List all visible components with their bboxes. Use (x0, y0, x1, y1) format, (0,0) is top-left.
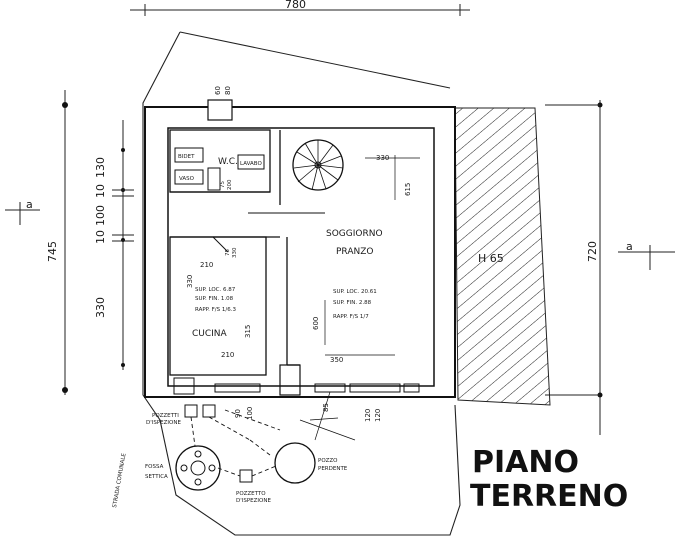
plan-title-line1: PIANO (472, 445, 579, 480)
pozzetto-label-1: POZZETTO (236, 491, 266, 497)
bidet-fixture (174, 147, 204, 163)
site-boundary-top (179, 31, 451, 89)
septic-tank-inner (190, 460, 206, 476)
door-dim-90: 90 (234, 409, 242, 418)
dim-dot (121, 363, 125, 367)
window-dim-120b: 120 (374, 409, 382, 422)
left-dim-10a: 10 (94, 184, 107, 198)
top-dimension: 780 (285, 0, 306, 11)
pozzo-label-1: POZZO (318, 458, 338, 464)
kitchen-dim-330: 330 (186, 275, 194, 288)
kitchen-dim-210-bottom: 210 (221, 351, 234, 359)
pozzetti-label-1: POZZETTI (152, 413, 179, 419)
section-label-left: a (26, 198, 33, 211)
vaso-label: VASO (179, 176, 195, 182)
vaso-fixture (174, 169, 204, 185)
wc-label: W.C. (218, 157, 238, 167)
inspection-pit (202, 404, 216, 418)
section-label-right: a (626, 240, 633, 253)
hall-dim-330: 330 (232, 247, 238, 258)
door-dim-100: 100 (246, 407, 254, 420)
septic-tank-port (194, 478, 202, 486)
pozzetto-label-2: D'ISPEZIONE (236, 498, 271, 504)
exterior-wall-inner (167, 127, 435, 387)
dining-label: PRANZO (336, 247, 373, 257)
living-rapp: RAPP. F/S 1/7 (333, 314, 369, 320)
left-dim-10b: 10 (94, 230, 107, 244)
living-sup-loc: SUP. LOC. 20.61 (333, 289, 377, 295)
wc-dim-200: 200 (227, 179, 233, 190)
strada-label: STRADA COMUNALE (112, 452, 128, 508)
plan-title-line2: TERRENO (470, 479, 628, 514)
living-dim-330: 330 (376, 154, 389, 162)
septic-tank-port (194, 450, 202, 458)
kitchen-window (214, 383, 261, 393)
site-boundary (142, 31, 461, 536)
bidet-label: BIDET (178, 154, 195, 160)
living-sup-fin: SUP. FIN. 2.88 (333, 300, 372, 306)
left-total-dimension: 745 (46, 241, 59, 262)
wc-dim-75: 75 (220, 181, 226, 188)
kitchen-label: CUCINA (192, 329, 228, 339)
living-window-right (349, 383, 401, 393)
lavabo-fixture (237, 154, 265, 170)
window-dim-85: 85 (322, 403, 330, 412)
dim-dot (62, 387, 68, 393)
kitchen-rapp: RAPP. F/S 1/6.3 (195, 307, 236, 313)
hall-dim-75: 75 (225, 249, 231, 256)
pozzo-label-2: PERDENTE (318, 466, 348, 472)
septic-tank-port (180, 464, 188, 472)
spiral-stair-treads (293, 140, 344, 191)
window-sightlines (299, 391, 356, 441)
dim-dot (62, 102, 68, 108)
fossa-label-2: SETTICA (145, 474, 168, 480)
vent-shaft (207, 99, 233, 121)
stub-wall (279, 364, 301, 396)
dim-dot (121, 148, 125, 152)
drain-pipes (190, 409, 281, 477)
left-dim-330: 330 (94, 297, 107, 318)
neighbour-wall-hatch (454, 107, 551, 406)
kitchen-sup-fin: SUP. FIN. 1.08 (195, 296, 234, 302)
cesspit (274, 442, 316, 484)
left-dim-130: 130 (94, 157, 107, 178)
pozzetti-label-2: D'ISPEZIONE (146, 420, 181, 426)
kitchen-sup-loc: SUP. LOC. 6.87 (195, 287, 236, 293)
kitchen-door (212, 236, 229, 253)
septic-tank (175, 445, 221, 491)
fossa-label-1: FOSSA (145, 464, 164, 470)
inspection-pit (239, 469, 253, 483)
lavabo-label: LAVABO (240, 161, 262, 167)
inspection-pit (184, 404, 198, 418)
wall-height-label: H 65 (478, 252, 504, 265)
left-dim-100: 100 (94, 205, 107, 226)
septic-tank-port (208, 464, 216, 472)
window-dim-120a: 120 (364, 409, 372, 422)
vent-dim-80: 80 (224, 86, 232, 95)
vent-dim-60: 60 (214, 86, 222, 95)
living-label: SOGGIORNO (326, 229, 383, 239)
kitchen-dim-315: 315 (244, 325, 252, 338)
living-window-left (314, 383, 346, 393)
right-total-dimension: 720 (586, 241, 599, 262)
kitchen-room (169, 236, 267, 376)
living-dim-615: 615 (404, 183, 412, 196)
wc-window (207, 167, 221, 191)
living-dim-600: 600 (312, 317, 320, 330)
outdoor-box (173, 377, 195, 395)
exterior-wall-outer (144, 106, 456, 398)
living-side-window (403, 383, 420, 393)
kitchen-dim-210-top: 210 (200, 261, 213, 269)
living-dim-350: 350 (330, 356, 343, 364)
